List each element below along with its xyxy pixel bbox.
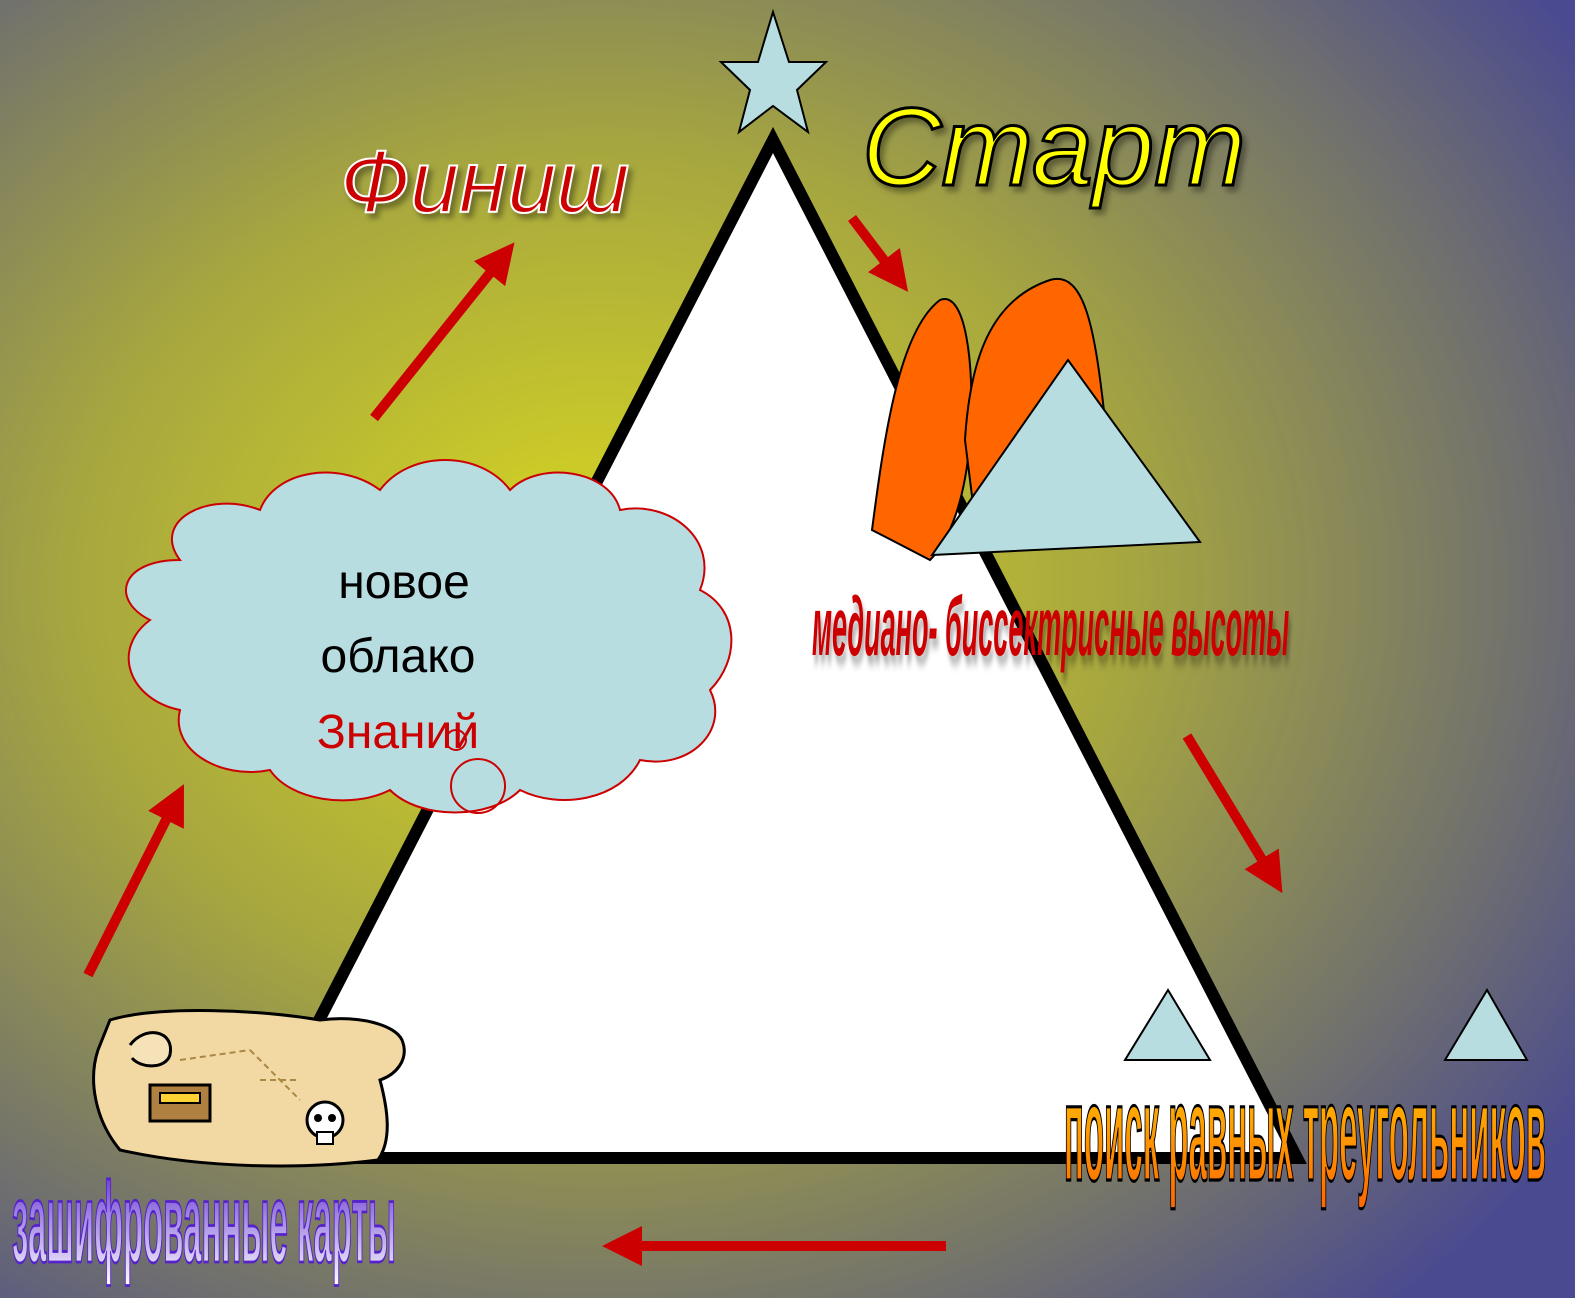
cycle-arrows	[83, 214, 1283, 1266]
arrow-finish-up	[370, 242, 515, 422]
cloud-bubble-small	[445, 729, 467, 751]
maps-label: зашифрованные карты	[12, 1159, 396, 1287]
finish-label: Финиш	[340, 132, 629, 231]
arrow-start-down	[848, 214, 909, 292]
knowledge-cloud: новое облако Знаний	[125, 459, 733, 814]
arrow-right-down	[1182, 733, 1283, 894]
cloud-text-line2: облако	[321, 630, 476, 683]
search-label: поиск равных треугольников	[1064, 1056, 1546, 1210]
treasure-map-icon	[92, 1009, 406, 1168]
cloud-text-line3: Знаний	[317, 706, 479, 759]
start-label: Старт	[862, 86, 1246, 209]
small-triangle-left	[1123, 988, 1212, 1061]
cloud-text-line1: новое	[338, 556, 470, 609]
cloud-bubble-large	[450, 758, 506, 814]
small-triangle-right	[1443, 988, 1529, 1061]
star-icon	[718, 8, 829, 135]
arrow-left-up	[83, 784, 184, 978]
median-triangle	[930, 358, 1202, 557]
median-label: медиано- биссектрисные высоты	[812, 581, 1289, 674]
